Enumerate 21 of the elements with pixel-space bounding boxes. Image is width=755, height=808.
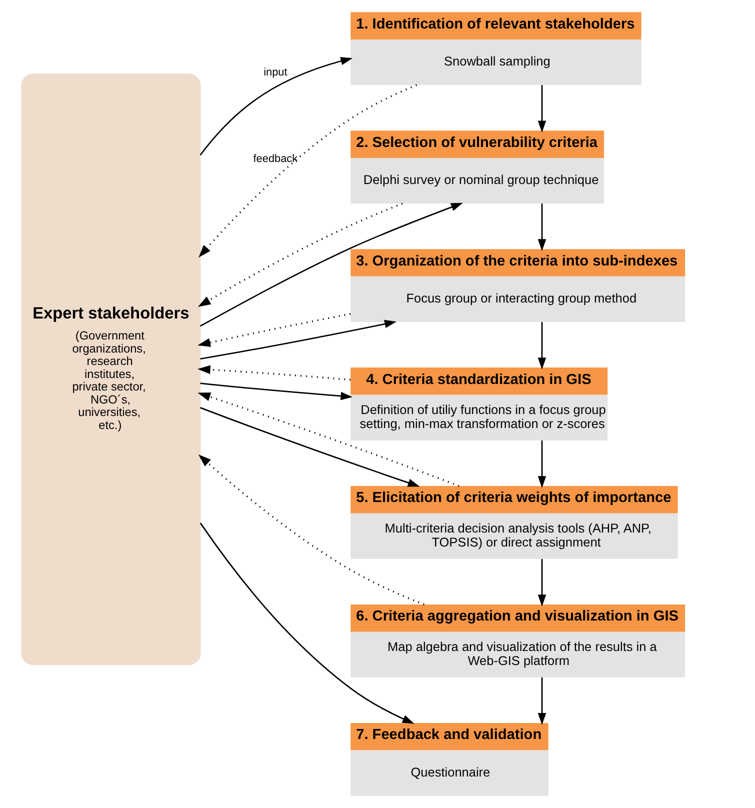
arrow [200,407,420,487]
arrow [198,313,351,347]
arrow [538,204,546,252]
arrow [538,322,546,370]
arrow [200,382,353,400]
arrow [538,85,546,133]
arrow [200,320,396,360]
arrow [198,365,351,381]
arrow [538,558,546,606]
edge-label: input [264,66,288,79]
arrow [200,57,353,156]
arrow [198,392,460,487]
arrow [538,677,546,725]
arrow [538,440,546,488]
arrow [198,202,403,307]
node-box: Expert stakeholders (Government organizations, research institutes, private sector, NGO´s, universities, etc.) [21,74,201,666]
arrow [198,84,418,258]
arrow [200,522,414,724]
arrow [200,202,463,327]
edge-label: feedback [253,153,298,166]
arrow [198,454,424,606]
